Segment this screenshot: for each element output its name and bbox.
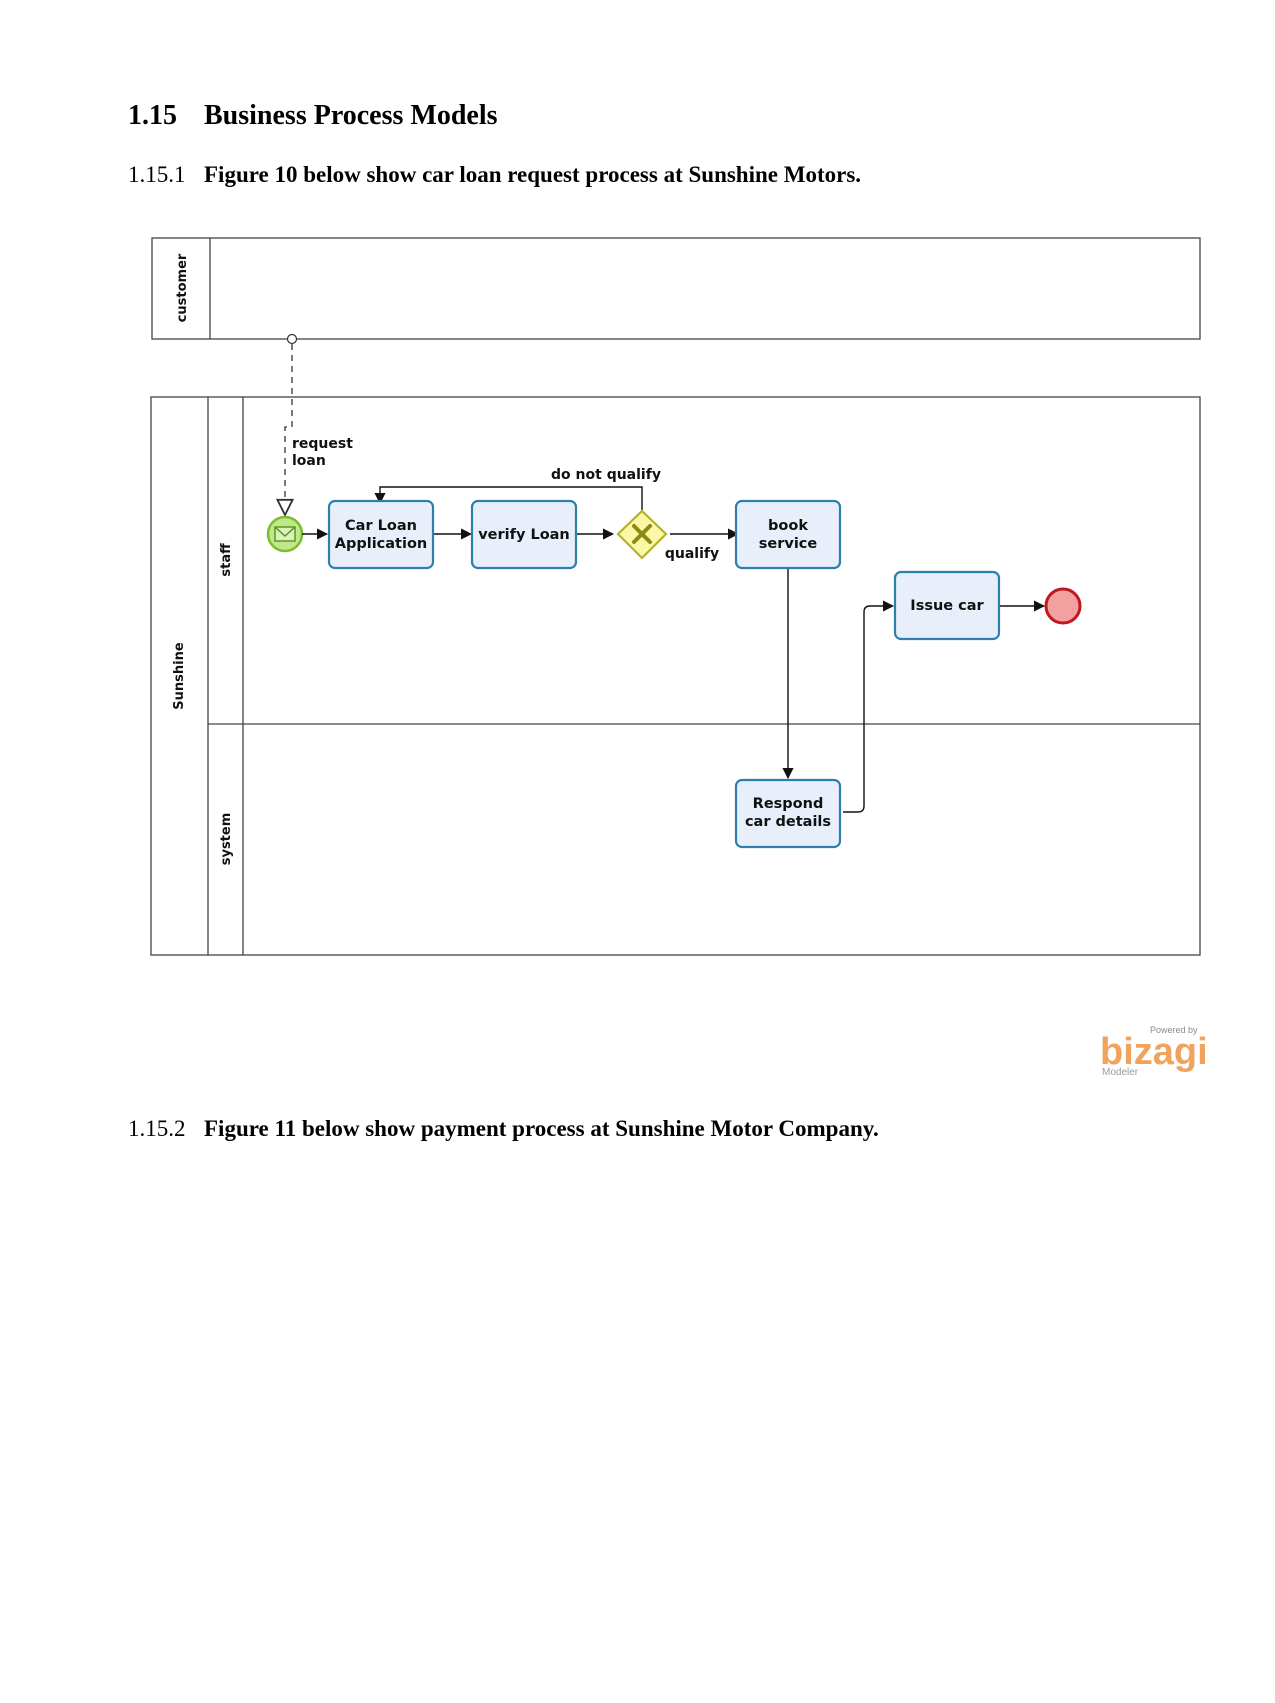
envelope-icon (274, 526, 296, 542)
subsection-heading-1: 1.15.1 Figure 10 below show car loan requ… (128, 162, 861, 188)
qualify-label: qualify (665, 546, 719, 562)
sequence-flows (302, 486, 1046, 813)
flow-respond-to-issue (843, 600, 895, 813)
end-event (1044, 587, 1082, 625)
task-issue-car: Issue car (893, 570, 1001, 641)
task-respond-car-details: Respond car details (734, 778, 842, 849)
section-heading: 1.15 Business Process Models (128, 100, 498, 132)
subsection-title: Figure 11 below show payment process at … (204, 1116, 879, 1141)
bizagi-watermark: Powered by bizagi Modeler (1100, 1025, 1210, 1083)
bizagi-logo: bizagi (1100, 1031, 1208, 1073)
subsection-number: 1.15.1 (128, 162, 186, 187)
system-lane-label: system (219, 813, 234, 866)
exclusive-gateway (616, 509, 668, 560)
task-verify-loan: verify Loan (470, 499, 578, 570)
x-mark-icon (632, 524, 652, 544)
task-label-line2: car details (745, 814, 831, 830)
task-label: verify Loan (478, 527, 570, 543)
task-label-line1: book (768, 518, 808, 534)
task-label-line2: service (759, 536, 818, 552)
section-number: 1.15 (128, 100, 177, 131)
subsection-title: Figure 10 below show car loan request pr… (204, 162, 862, 187)
sunshine-pool-label: Sunshine (172, 642, 187, 710)
customer-pool: customer (151, 237, 1201, 340)
request-loan-label-line1: request (292, 436, 353, 452)
task-label: Issue car (910, 598, 984, 614)
section-title: Business Process Models (204, 100, 498, 131)
customer-pool-label: customer (175, 253, 190, 322)
start-message-event (266, 515, 304, 553)
request-loan-message-flow: request loan (285, 333, 353, 516)
modeler-label: Modeler (1102, 1067, 1139, 1078)
task-label-line2: Application (335, 536, 428, 552)
task-car-loan-application: Car Loan Application (327, 499, 435, 570)
powered-by-label: Powered by (1150, 1025, 1198, 1035)
subsection-heading-2: 1.15.2 Figure 11 below show payment proce… (128, 1116, 879, 1142)
staff-lane-label: staff (219, 543, 234, 577)
bpmn-diagram: customer Sunshine staff system request l… (150, 237, 1201, 956)
request-loan-label-line2: loan (292, 453, 326, 469)
task-label-line1: Car Loan (345, 518, 417, 534)
task-book-service: book service (734, 499, 842, 570)
task-label-line1: Respond (753, 796, 824, 812)
sunshine-pool: Sunshine staff system (150, 396, 1201, 956)
subsection-number: 1.15.2 (128, 1116, 186, 1141)
flow-do-not-qualify (374, 486, 643, 510)
do-not-qualify-label: do not qualify (551, 467, 661, 483)
